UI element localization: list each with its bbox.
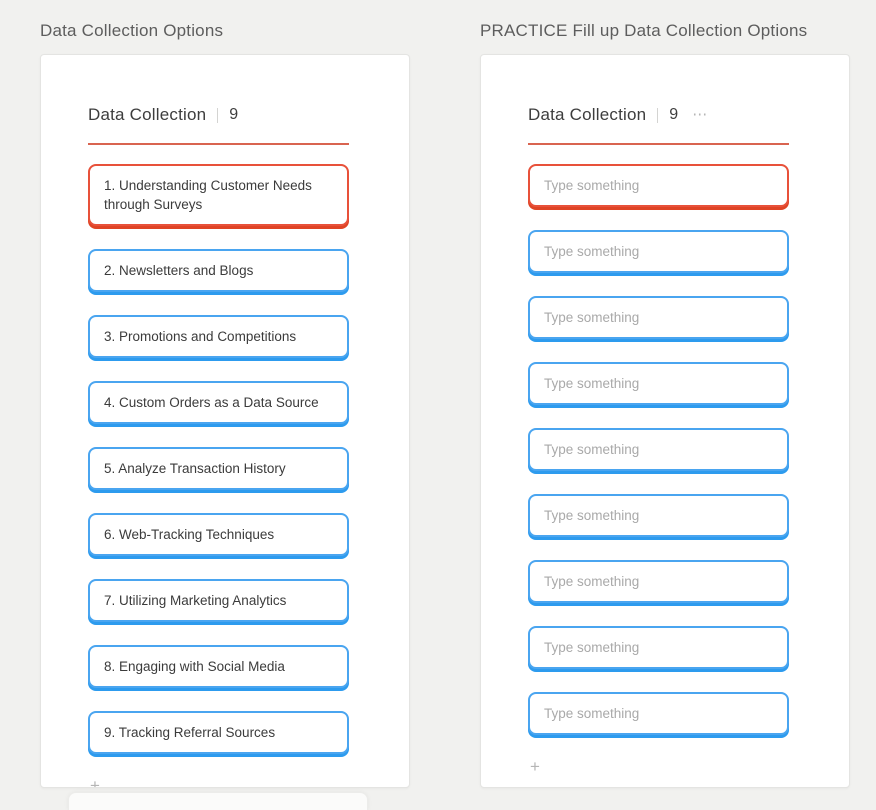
panel-source: Data Collection Options Data Collection … [40, 20, 410, 788]
accent-underline [528, 143, 789, 145]
answer-input[interactable] [528, 560, 789, 603]
answer-input[interactable] [528, 428, 789, 471]
option-item[interactable]: 8. Engaging with Social Media [88, 645, 349, 688]
option-item[interactable]: 3. Promotions and Competitions [88, 315, 349, 358]
option-item[interactable]: 2. Newsletters and Blogs [88, 249, 349, 292]
accent-underline [88, 143, 349, 145]
panel-source-title: Data Collection Options [40, 21, 224, 40]
inputs-list [528, 164, 789, 735]
option-item[interactable]: 6. Web-Tracking Techniques [88, 513, 349, 556]
item-count-badge: 9 [229, 106, 239, 123]
option-item[interactable]: 1. Understanding Customer Needs through … [88, 164, 349, 226]
answer-input[interactable] [528, 164, 789, 207]
answer-input[interactable] [528, 692, 789, 735]
item-count-badge: 9 [669, 106, 679, 123]
panel-practice-title: PRACTICE Fill up Data Collection Options [480, 21, 808, 40]
ellipsis-menu-icon[interactable]: ⋯ [692, 106, 710, 123]
option-item[interactable]: 5. Analyze Transaction History [88, 447, 349, 490]
answer-input[interactable] [528, 296, 789, 339]
title-divider [657, 107, 659, 123]
option-item[interactable]: 7. Utilizing Marketing Analytics [88, 579, 349, 622]
answer-input[interactable] [528, 362, 789, 405]
card-title: Data Collection [528, 105, 647, 124]
answer-input[interactable] [528, 626, 789, 669]
practice-card-header: Data Collection 9 ⋯ [528, 103, 802, 127]
options-list: 1. Understanding Customer Needs through … [88, 164, 349, 754]
add-item-button[interactable]: + [530, 757, 540, 776]
practice-card: Data Collection 9 ⋯ + [480, 54, 850, 788]
source-card: Data Collection 9 1. Understanding Custo… [40, 54, 410, 788]
add-item-button[interactable]: + [90, 777, 100, 788]
option-item[interactable]: 9. Tracking Referral Sources [88, 711, 349, 754]
next-card-peek [68, 792, 368, 810]
source-card-header: Data Collection 9 [88, 103, 362, 127]
panel-practice: PRACTICE Fill up Data Collection Options… [480, 20, 850, 788]
option-item[interactable]: 4. Custom Orders as a Data Source [88, 381, 349, 424]
title-divider [217, 107, 219, 123]
answer-input[interactable] [528, 230, 789, 273]
answer-input[interactable] [528, 494, 789, 537]
card-title: Data Collection [88, 105, 207, 124]
